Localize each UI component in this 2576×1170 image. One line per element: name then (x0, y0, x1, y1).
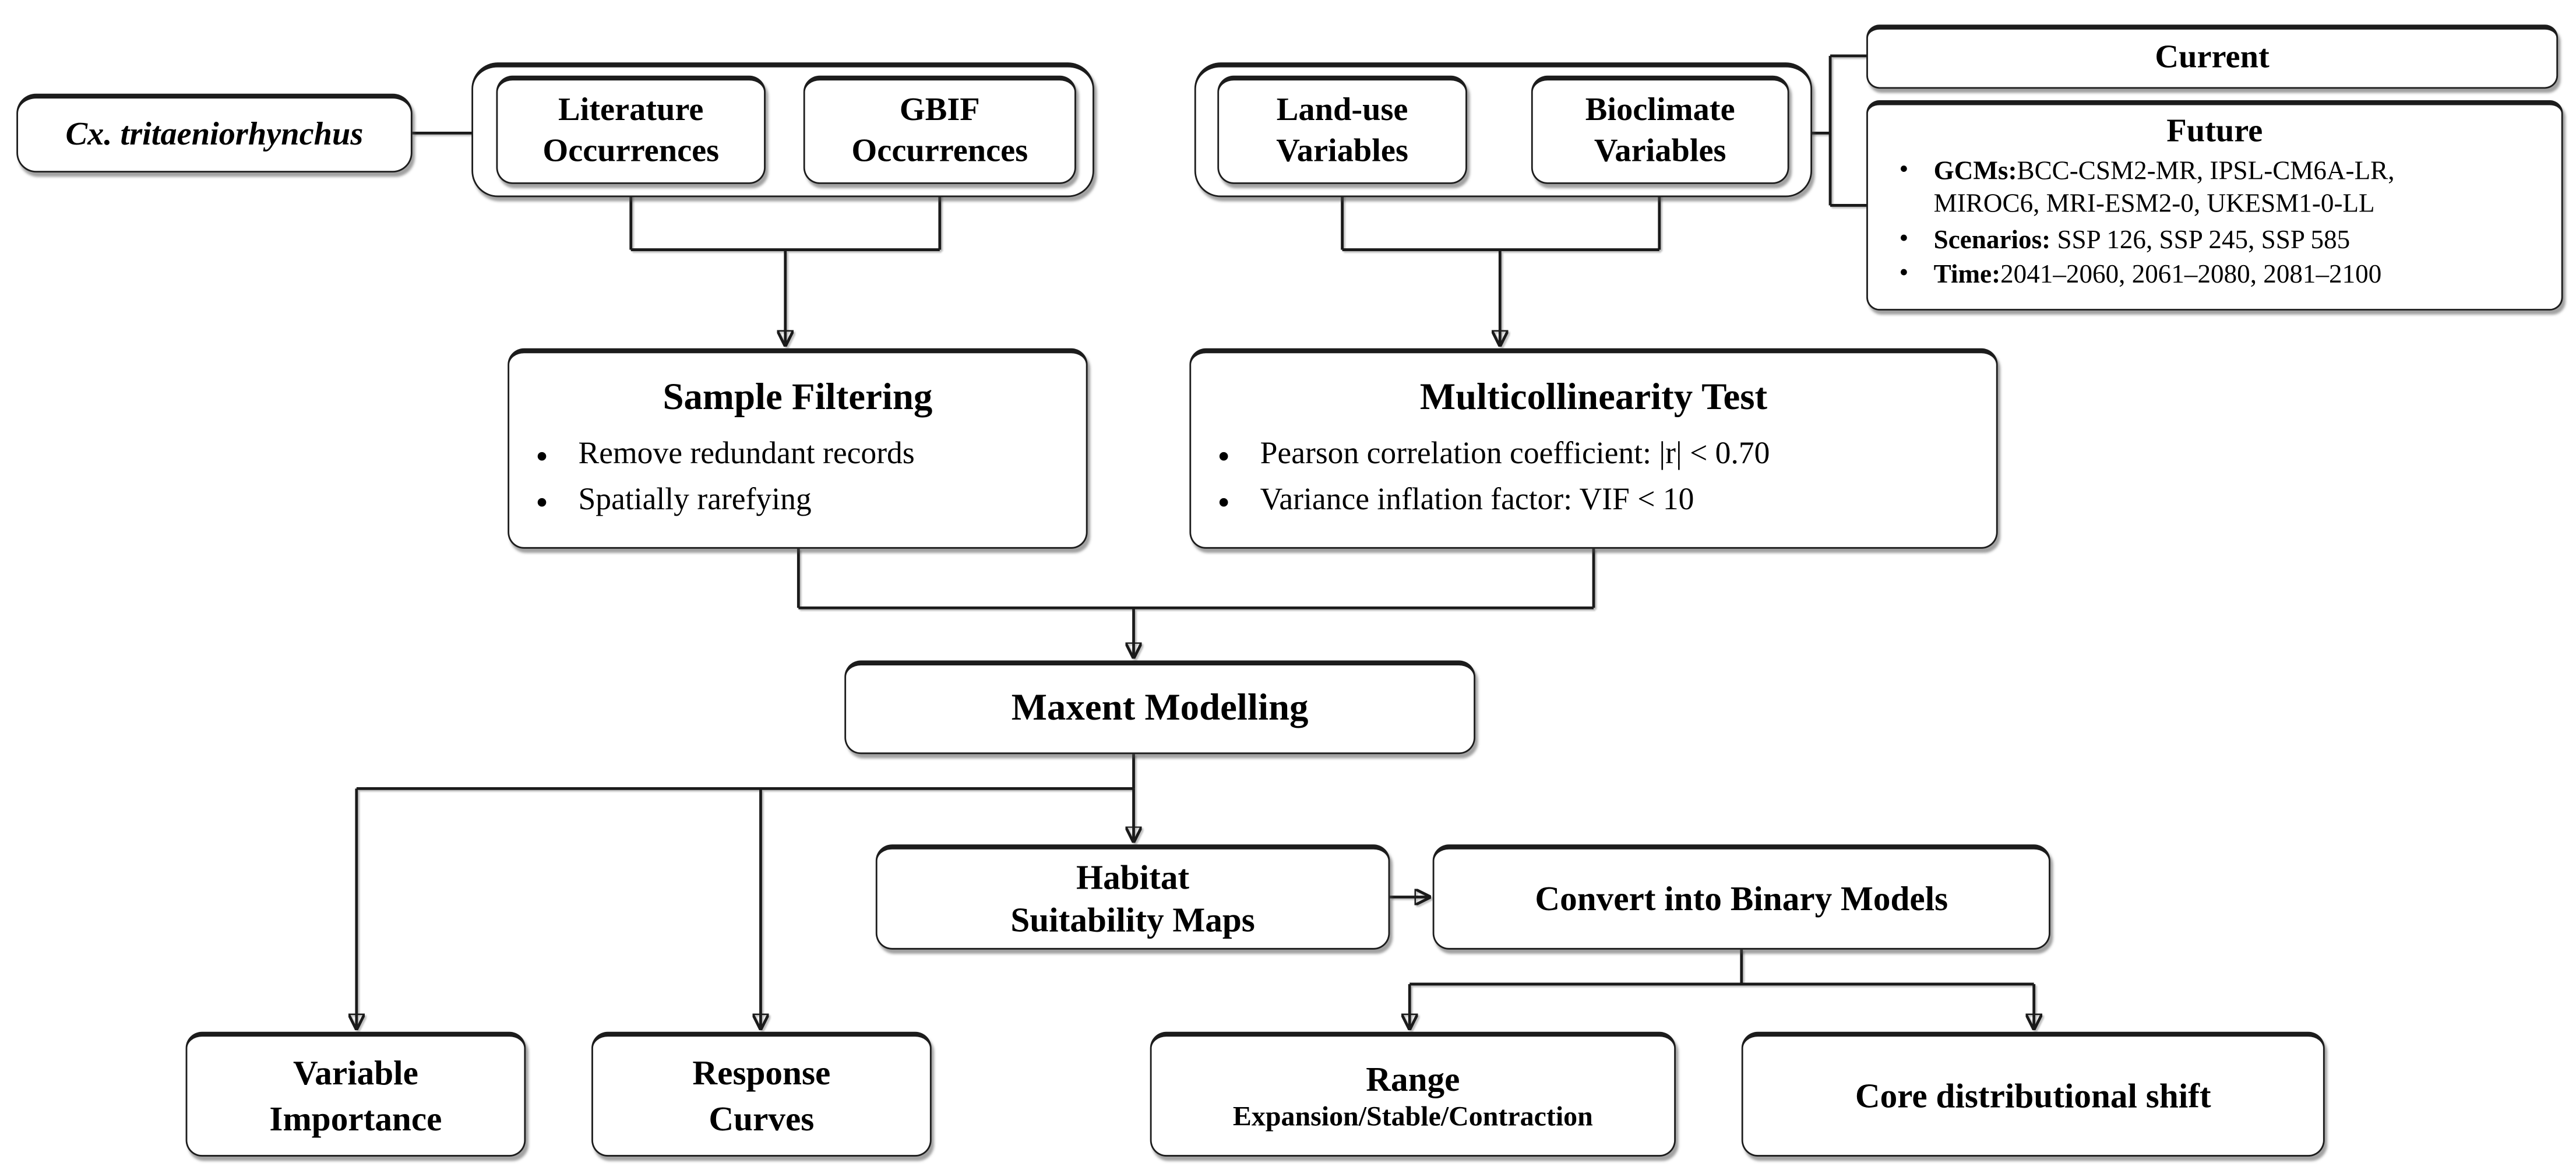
gbif-label-line1: GBIF (899, 91, 980, 128)
habitat-suitability-maps-box: Habitat Suitability Maps (875, 844, 1390, 950)
habitat-label-line2: Suitability Maps (1010, 900, 1255, 940)
response-curves-line1: Response (692, 1052, 831, 1093)
bullet-item: Pearson correlation coefficient: |r| < 0… (1207, 430, 1989, 483)
range-box: Range Expansion/Stable/Contraction (1150, 1031, 1676, 1157)
literature-label-line1: Literature (558, 91, 704, 128)
bioclimate-label-line2: Variables (1594, 133, 1726, 170)
current-title: Current (2155, 39, 2270, 76)
bullet-text: 2041–2060, 2061–2080, 2081–2100 (2000, 262, 2382, 290)
maxent-modelling-box: Maxent Modelling (844, 660, 1476, 755)
bullet-item: Spatially rarefying (526, 477, 1079, 530)
multicollinearity-bullet-list: Pearson correlation coefficient: |r| < 0… (1191, 430, 1996, 530)
future-title: Future (2166, 113, 2263, 150)
maxent-label: Maxent Modelling (1011, 686, 1309, 728)
habitat-label-line1: Habitat (1076, 857, 1190, 897)
bullet-item: Variance inflation factor: VIF < 10 (1207, 477, 1989, 530)
future-bullet-list: GCMs:BCC-CSM2-MR, IPSL-CM6A-LR, MIROC6, … (1878, 154, 2552, 295)
response-curves-line2: Curves (709, 1099, 815, 1139)
literature-label-line2: Occurrences (542, 133, 720, 170)
bullet-label: Scenarios: (1933, 226, 2051, 255)
response-curves-box: Response Curves (591, 1031, 932, 1157)
bioclimate-label-line1: Bioclimate (1585, 91, 1735, 128)
connector-maxent-branch (356, 754, 1135, 790)
multicollinearity-title: Multicollinearity Test (1419, 376, 1768, 418)
gbif-occurrences-box: GBIF Occurrences (803, 75, 1076, 184)
sample-filtering-title: Sample Filtering (662, 376, 933, 418)
bioclimate-variables-box: Bioclimate Variables (1531, 75, 1789, 184)
variable-importance-line1: Variable (293, 1052, 418, 1093)
bullet-text: BCC-CSM2-MR, IPSL-CM6A-LR, (2017, 157, 2395, 186)
core-shift-label: Core distributional shift (1855, 1076, 2211, 1116)
connector-convert-branch (1409, 949, 2034, 986)
variable-importance-line2: Importance (269, 1099, 442, 1139)
sample-filtering-bullet-list: Remove redundant records Spatially raref… (509, 430, 1086, 530)
range-title: Range (1366, 1059, 1460, 1099)
bullet-item-time: Time:2041–2060, 2061–2080, 2081–2100 (1888, 259, 2548, 294)
variable-importance-box: Variable Importance (185, 1031, 526, 1157)
bullet-item-scenarios: Scenarios: SSP 126, SSP 245, SSP 585 (1888, 223, 2548, 259)
landuse-label-line1: Land-use (1276, 91, 1408, 128)
bullet-label: Time: (1933, 262, 2001, 290)
connector-row2-join (797, 548, 1595, 609)
range-subtitle: Expansion/Stable/Contraction (1232, 1100, 1593, 1132)
future-scenario-box: Future GCMs:BCC-CSM2-MR, IPSL-CM6A-LR, M… (1866, 100, 2563, 311)
core-distributional-shift-box: Core distributional shift (1741, 1031, 2325, 1157)
literature-occurrences-box: Literature Occurrences (496, 75, 766, 184)
multicollinearity-test-box: Multicollinearity Test Pearson correlati… (1189, 348, 1998, 549)
species-box: Cx. tritaeniorhynchus (16, 93, 413, 173)
bullet-text-line2: MIROC6, MRI-ESM2-0, UKESM1-0-LL (1933, 191, 2375, 220)
gbif-label-line2: Occurrences (851, 133, 1028, 170)
species-label: Cx. tritaeniorhynchus (65, 115, 364, 152)
bullet-item-gcms: GCMs:BCC-CSM2-MR, IPSL-CM6A-LR, MIROC6, … (1888, 154, 2548, 223)
bullet-label: GCMs: (1933, 157, 2017, 186)
convert-binary-label: Convert into Binary Models (1535, 879, 1948, 918)
current-scenario-box: Current (1866, 24, 2559, 89)
landuse-variables-box: Land-use Variables (1217, 75, 1467, 184)
landuse-label-line2: Variables (1276, 133, 1408, 170)
bullet-item: Remove redundant records (526, 430, 1079, 483)
sample-filtering-box: Sample Filtering Remove redundant record… (508, 348, 1088, 549)
convert-binary-models-box: Convert into Binary Models (1432, 844, 2050, 950)
bullet-text: SSP 126, SSP 245, SSP 585 (2050, 226, 2351, 255)
